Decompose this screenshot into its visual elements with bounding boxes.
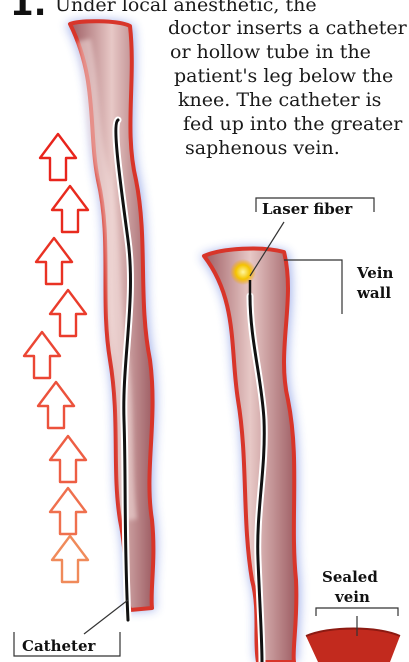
- arrow-icon: [38, 382, 74, 428]
- arrow-icon: [52, 536, 88, 582]
- label-sealed-vein-line1: Sealed: [322, 568, 378, 586]
- arrow-icon: [36, 238, 72, 284]
- caption-line: saphenous vein.: [185, 136, 340, 160]
- arrow-icon: [50, 436, 86, 482]
- arrow-icon: [50, 488, 86, 534]
- insertion-arrows: [24, 134, 88, 582]
- arrow-icon: [52, 186, 88, 232]
- caption-line: knee. The catheter is: [178, 88, 381, 112]
- arrow-icon: [24, 332, 60, 378]
- label-vein-wall-line2: wall: [357, 284, 391, 302]
- caption-line: Under local anesthetic, the: [55, 0, 317, 17]
- sealed-vein: [306, 629, 400, 662]
- caption-line: doctor inserts a catheter: [168, 16, 407, 40]
- label-sealed-vein-line2: vein: [335, 588, 370, 606]
- arrow-icon: [50, 290, 86, 336]
- step-number: 1.: [10, 0, 47, 24]
- caption-line: or hollow tube in the: [170, 40, 371, 64]
- label-catheter: Catheter: [22, 637, 95, 655]
- arrow-icon: [40, 134, 76, 180]
- label-vein-wall-line1: Vein: [357, 264, 393, 282]
- caption-line: patient's leg below the: [174, 64, 393, 88]
- caption-line: fed up into the greater: [183, 112, 402, 136]
- left-vein: [66, 20, 157, 612]
- label-laser-fiber: Laser fiber: [262, 200, 352, 218]
